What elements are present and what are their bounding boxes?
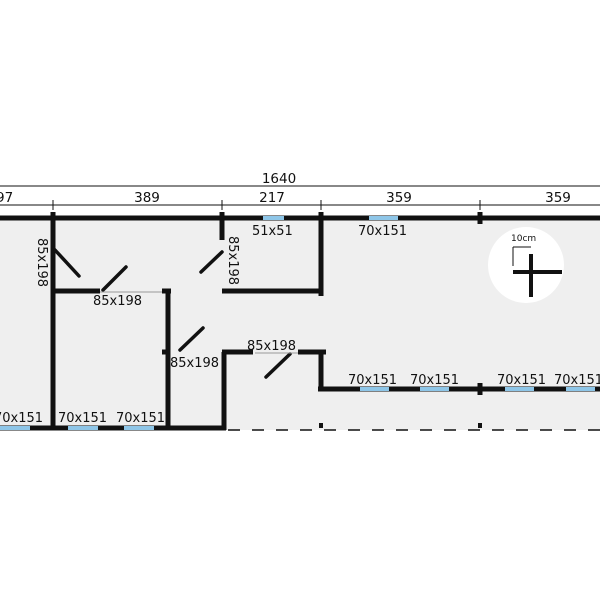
scale-label: 10cm [511, 234, 536, 244]
dimension-seg-1: 97 [0, 190, 13, 206]
window-label-bot-1: 70x151 [0, 411, 43, 426]
window-label-top-1: 51x51 [252, 224, 293, 239]
window-label-bot-3: 70x151 [116, 411, 165, 426]
dimension-chain: 1640 97 389 217 359 359 [0, 171, 600, 210]
dimension-seg-4: 359 [386, 190, 412, 206]
dimension-seg-3: 217 [259, 190, 285, 206]
door-label-mid: 85x198 [247, 339, 296, 354]
doors [53, 248, 298, 379]
door-label-room1: 85x198 [93, 294, 142, 309]
windows [0, 216, 595, 430]
total-dimension: 1640 [262, 171, 296, 187]
walls [0, 212, 600, 431]
window-label-top-2: 70x151 [358, 224, 407, 239]
door-label-corridor: 85x198 [170, 356, 219, 371]
dashed-boundary [228, 423, 600, 431]
dimension-seg-2: 389 [134, 190, 160, 206]
window-label-mid-1: 70x151 [348, 373, 397, 388]
wall-profile-legend: 10cm [488, 227, 564, 303]
dimension-seg-5: 359 [545, 190, 571, 206]
window-label-mid-4: 70x151 [554, 373, 600, 388]
window-label-bot-2: 70x151 [58, 411, 107, 426]
door-label-left-vertical: 85x198 [34, 238, 49, 287]
window-label-mid-3: 70x151 [497, 373, 546, 388]
door-label-room2-vertical: 85x198 [225, 236, 240, 285]
window-label-mid-2: 70x151 [410, 373, 459, 388]
